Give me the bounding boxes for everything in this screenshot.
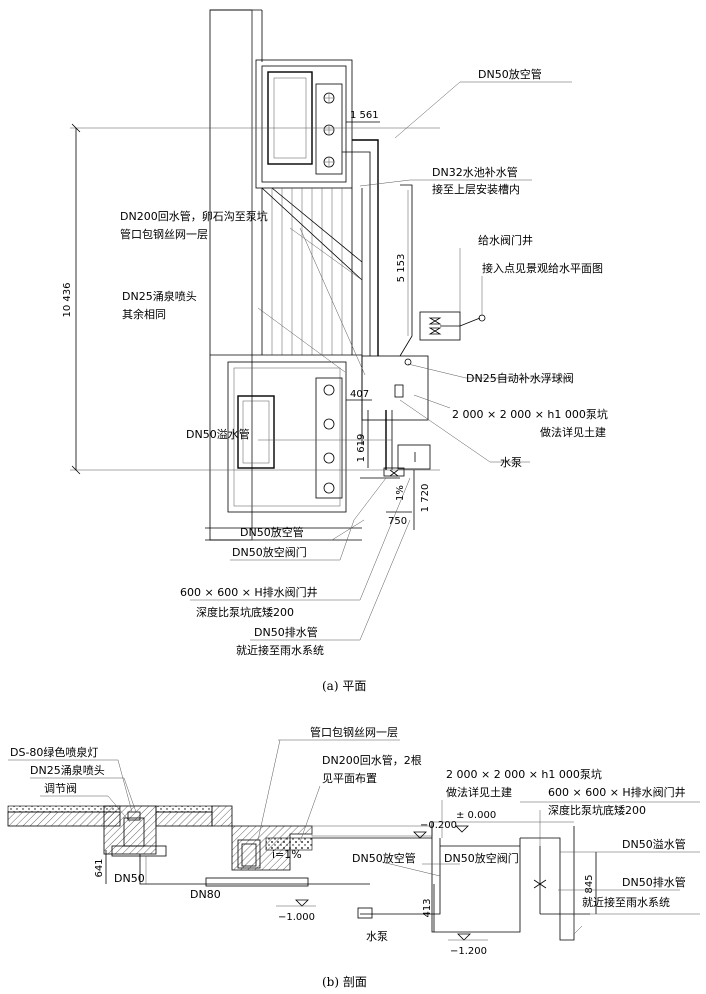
label-dn80: DN80 [190,888,221,901]
dim-1pct: 1% [395,485,406,501]
valve-icon [389,469,399,477]
pump-icon [394,384,404,398]
label-connection: 接入点见景观给水平面图 [482,262,603,275]
label-dn50-drain-line2: 就近接至雨水系统 [236,643,324,657]
label-dn200-line2: 管口包钢丝网一层 [120,227,208,241]
plan-dimensions: 10 436 1 561 5 153 407 1 619 1% 750 1 72… [62,110,440,530]
label-float-valve: DN25自动补水浮球阀 [466,371,574,385]
elev-m1200: −1.200 [450,946,487,957]
pump-icon [357,907,373,919]
valve-icon [428,317,442,325]
section-slab [7,805,433,887]
dim-5153: 5 153 [396,254,407,283]
valve-icon [533,879,547,889]
elev-0000: ± 0.000 [456,810,496,821]
label-valve: 调节阀 [44,781,77,795]
label-well-line1: 600 × 600 × H排水阀门井 [548,785,686,799]
label-dn50-vent: DN50放空管 [352,851,416,865]
plan-caption: (a) 平面 [322,679,366,693]
plan-left-walls [205,9,362,541]
label-dn50-drain-line1: DN50排水管 [622,875,686,889]
label-dn50-vent-valve: DN50放空阀门 [444,851,519,865]
label-pump: 水泵 [500,456,522,469]
label-pit-line1: 2 000 × 2 000 × h1 000泵坑 [446,767,602,781]
label-mesh: 管口包钢丝网一层 [310,725,398,739]
nozzle-icon [323,384,335,396]
lower-fountain-pool [227,361,347,513]
label-pit-line2: 做法详见土建 [446,785,512,799]
label-pump: 水泵 [366,930,388,943]
label-dn25-nozzle-line1: DN25涌泉喷头 [122,289,197,303]
label-dn50-overflow: DN50溢水管 [186,427,250,441]
section-dimensions: 641 413 845 [94,850,700,932]
nozzle-icon [323,452,335,464]
label-dn50: DN50 [114,872,145,885]
section-pump-pit [357,821,575,941]
label-dn200-line1: DN200回水管，2根 [322,753,422,767]
label-valve-well: 给水阀门井 [478,233,533,247]
label-dn50-vent-valve: DN50放空阀门 [232,545,307,559]
section-elevations: −0.200 ± 0.000 −1.000 −1.200 [276,810,496,957]
supply-valve-well-plan [419,311,486,341]
upper-fountain-pool [255,59,353,189]
label-dn50-vent-bottom: DN50放空管 [240,525,304,539]
section-leaders [8,739,700,935]
dim-845: 845 [584,874,595,893]
label-dn200-line2: 见平面布置 [322,772,377,785]
plan-pipes [261,139,413,479]
label-dn32-line1: DN32水池补水管 [432,165,518,179]
label-well-line2: 深度比泵坑底矮200 [548,803,646,817]
pump-pit-plan [361,355,429,421]
dim-641: 641 [94,858,105,877]
label-dn50-vent-top: DN50放空管 [478,67,542,81]
drain-valve-well-plan [383,444,431,477]
label-dn50-overflow: DN50溢水管 [622,837,686,851]
label-pump-pit-line2: 做法详见土建 [540,425,606,439]
label-dn50-drain-line1: DN50排水管 [254,625,318,639]
label-pump-pit-line1: 2 000 × 2 000 × h1 000泵坑 [452,407,608,421]
dim-1619: 1 619 [356,434,367,463]
dim-407: 407 [350,389,369,400]
dim-750: 750 [388,516,407,527]
dim-1561: 1 561 [350,110,379,121]
plan-leaders [190,81,572,641]
lamp-icon [127,811,141,821]
label-dn200-line1: DN200回水管，卵石沟至泵坑 [120,209,268,223]
label-drain-well-line1: 600 × 600 × H排水阀门井 [180,585,318,599]
nozzle-icon [323,418,335,430]
dim-413: 413 [422,898,433,917]
label-drain-well-line2: 深度比泵坑底矮200 [196,605,294,619]
elev-m0200: −0.200 [420,820,457,831]
label-dn50-drain-line2: 就近接至雨水系统 [582,895,670,909]
label-lamp: DS-80绿色喷泉灯 [10,745,98,759]
nozzle-icon [323,482,335,494]
section-view: −0.200 ± 0.000 −1.000 −1.200 641 413 845 [7,725,700,989]
plan-view: 10 436 1 561 5 153 407 1 619 1% 750 1 72… [62,9,608,693]
label-nozzle: DN25涌泉喷头 [30,763,105,777]
section-caption: (b) 剖面 [322,975,367,989]
label-dn25-nozzle-line2: 其余相同 [122,307,166,321]
label-slope: i=1% [272,848,302,861]
pebble-channel [210,188,362,356]
label-dn32-line2: 接至上层安装槽内 [432,182,520,196]
valve-icon [428,327,442,335]
float-valve-icon [404,358,412,366]
dim-10436: 10 436 [62,283,73,318]
elev-m1000: −1.000 [278,912,315,923]
dim-1720: 1 720 [420,484,431,513]
